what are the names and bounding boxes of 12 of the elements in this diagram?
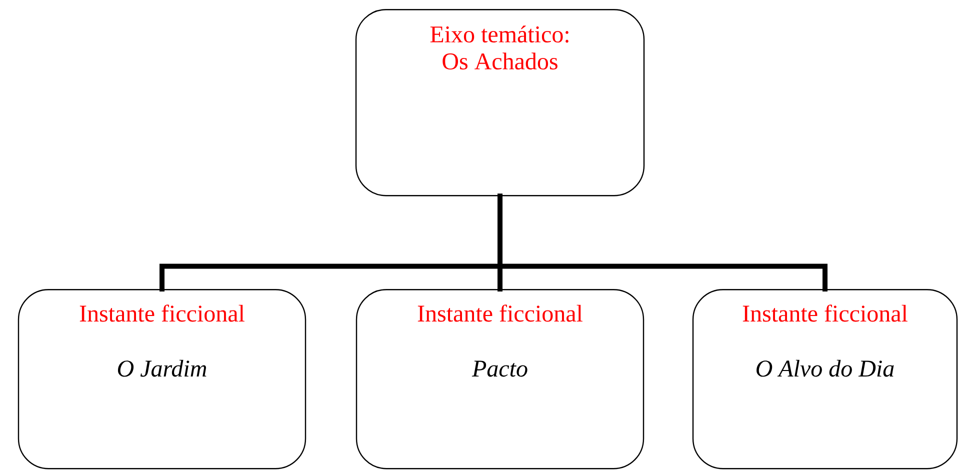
heading-text: Eixo temático: Os Achados bbox=[430, 26, 568, 70]
rounded-box bbox=[356, 289, 644, 470]
rounded-box bbox=[692, 289, 958, 470]
title-text: O Alvo do Dia bbox=[756, 360, 894, 377]
title-text: Pacto bbox=[472, 360, 528, 377]
heading-text: Instante ficcional bbox=[80, 304, 244, 322]
connector-line bbox=[498, 194, 828, 292]
rounded-box bbox=[18, 289, 306, 470]
heading-text: Instante ficcional bbox=[742, 304, 908, 322]
rounded-box bbox=[355, 9, 645, 196]
heading-text: Instante ficcional bbox=[418, 304, 582, 322]
title-text: O Jardim bbox=[118, 360, 206, 377]
